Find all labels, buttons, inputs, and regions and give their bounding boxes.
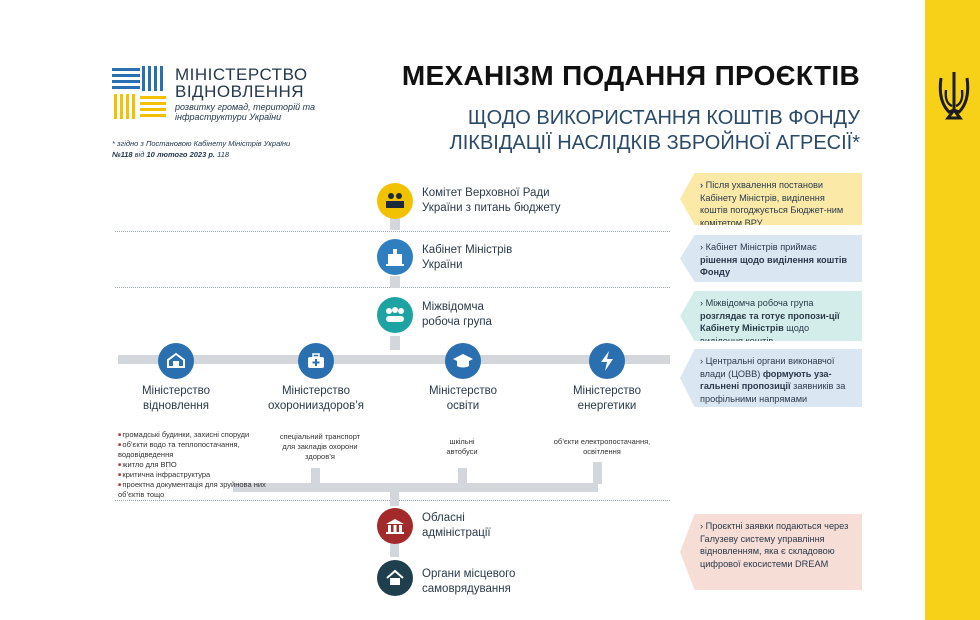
- note-working-group: › Міжвідомча робоча група розглядає та г…: [680, 291, 862, 341]
- note-bold: рішення щодо виділення коштів Фонду: [700, 254, 848, 278]
- flow-arrow: [390, 336, 400, 350]
- footnote: * згідно з Постановою Кабінету Міністрів…: [112, 138, 322, 160]
- chain-label-line1: Комітет Верховної Ради: [422, 187, 550, 199]
- lightning-icon: [589, 343, 625, 379]
- lower-label-line1: Органи місцевого: [422, 568, 516, 580]
- graduation-cap-icon: [445, 343, 481, 379]
- list-item: критична інфраструктура: [118, 470, 268, 480]
- note-text: › Проєктні заявки подаються через Галузе…: [700, 521, 849, 569]
- committee-icon: [377, 183, 413, 219]
- note-budget-committee: › Після ухвалення постанови Кабінету Мін…: [680, 173, 862, 225]
- page-subtitle: ЩОДО ВИКОРИСТАННЯ КОШТІВ ФОНДУ ЛІКВІДАЦІ…: [380, 106, 860, 156]
- footnote-date: 10 лютого 2023 р.: [146, 150, 216, 159]
- note-cove: › Центральні органи виконавчої влади (ЦО…: [680, 349, 862, 407]
- subtitle-line2: ЛІКВІДАЦІЇ НАСЛІДКІВ ЗБРОЙНОЇ АГРЕСІЇ*: [449, 132, 860, 154]
- lower-label-line2: самоврядування: [422, 583, 511, 595]
- health-items: спеціальний транспорт для закладів охоро…: [279, 432, 361, 461]
- list-item: житло для ВПО: [118, 460, 268, 470]
- ministry-label-line2: освіти: [446, 400, 480, 412]
- energy-items: об’єкти електропостачання, освітлення: [553, 437, 651, 456]
- list-item: проектна документація для зруйнова них о…: [118, 480, 268, 500]
- ministry-label-line1: Міністерство: [428, 385, 498, 397]
- medical-case-icon: [298, 343, 334, 379]
- ministry-logo-icon: [112, 66, 166, 119]
- reconstruction-items: громадські будинки, захисні споруди об’є…: [118, 430, 268, 500]
- footnote-line1: * згідно з Постановою Кабінету Міністрів…: [112, 139, 291, 148]
- note-text: заявників за профільними напрямами: [700, 381, 846, 404]
- regional-building-icon: [377, 508, 413, 544]
- note-text: щодо виділення коштів: [700, 323, 810, 346]
- page-title: МЕХАНІЗМ ПОДАННЯ ПРОЄКТІВ: [401, 60, 860, 91]
- trident-icon: [938, 72, 970, 120]
- education-items: шкільні автобуси: [446, 437, 478, 456]
- flow-arrow: [390, 218, 400, 230]
- separator: [115, 231, 670, 232]
- logo-subtitle: розвитку громад, територій та інфраструк…: [175, 102, 315, 122]
- chain-label-line2: України: [422, 259, 463, 271]
- lower-label-regional: Обласні адміністрації: [422, 511, 491, 541]
- lower-label-line2: адміністрації: [422, 527, 491, 539]
- ministry-label-line1: Міністерство: [281, 385, 351, 397]
- flow-arrow: [390, 543, 399, 557]
- chain-label-line2: робоча група: [422, 316, 492, 328]
- subtitle-line1: ЩОДО ВИКОРИСТАННЯ КОШТІВ ФОНДУ: [467, 107, 860, 129]
- ministry-label-education: Міністерство освіти: [393, 384, 533, 414]
- note-text: Після ухвалення постанови Кабінету Мініс…: [700, 180, 844, 228]
- note-chevron: ›: [700, 180, 706, 190]
- lower-label-line1: Обласні: [422, 512, 465, 524]
- note-dream: › Проєктні заявки подаються через Галузе…: [680, 514, 862, 590]
- chain-label-line1: Міжвідомча: [422, 301, 484, 313]
- logo-title-line2: ВІДНОВЛЕННЯ: [175, 82, 305, 101]
- chain-label-line1: Кабінет Міністрів: [422, 244, 513, 256]
- ministry-label-line2: охоронииздоров’я: [267, 400, 365, 412]
- footnote-tail: 118: [215, 150, 230, 159]
- note-bold: розглядає та готує пропози-ції Кабінету …: [700, 310, 840, 334]
- regional-bus-line: [233, 483, 598, 492]
- list-item: громадські будинки, захисні споруди: [118, 430, 268, 440]
- list-item: об’єкти водо та теплопостачання, водовід…: [118, 440, 268, 460]
- ministry-label-line1: Міністерство: [572, 385, 642, 397]
- ministry-label-health: Міністерство охоронииздоров’я: [246, 384, 386, 414]
- footnote-mid: від: [132, 150, 147, 159]
- ministry-label-line1: Міністерство: [141, 385, 211, 397]
- flow-arrow: [458, 468, 467, 484]
- note-bold: формують уза-гальнені пропозиції: [700, 368, 832, 392]
- flow-arrow: [311, 468, 320, 484]
- lower-label-local: Органи місцевого самоврядування: [422, 567, 515, 597]
- note-text: › Центральні органи виконавчої влади (ЦО…: [700, 356, 835, 379]
- note-text: › Кабінет Міністрів приймає: [700, 242, 817, 252]
- chain-label-line2: України з питань бюджету: [422, 202, 561, 214]
- flow-arrow: [390, 492, 399, 506]
- ministry-label-line2: енергетики: [577, 400, 637, 412]
- house-icon: [377, 560, 413, 596]
- footnote-number: №118: [112, 150, 133, 159]
- logo-title-line1: МІНІСТЕРСТВО: [175, 65, 308, 84]
- flow-arrow: [593, 462, 602, 484]
- reconstruction-icon: [158, 343, 194, 379]
- ministries-bus-line: [118, 355, 670, 364]
- note-cabinet: › Кабінет Міністрів приймає рішення щодо…: [680, 235, 862, 282]
- chain-label-cabinet: Кабінет Міністрів України: [422, 243, 512, 273]
- note-text: › Міжвідомча робоча група: [700, 298, 814, 308]
- ministry-label-line2: відновлення: [142, 400, 209, 412]
- chain-label-committee: Комітет Верховної Ради України з питань …: [422, 186, 561, 216]
- group-icon: [377, 297, 413, 333]
- flow-arrow: [390, 276, 400, 288]
- ministry-label-energy: Міністерство енергетики: [537, 384, 677, 414]
- chain-label-group: Міжвідомча робоча група: [422, 300, 492, 330]
- building-icon: [377, 239, 413, 275]
- ministry-label-reconstruction: Міністерство відновлення: [106, 384, 246, 414]
